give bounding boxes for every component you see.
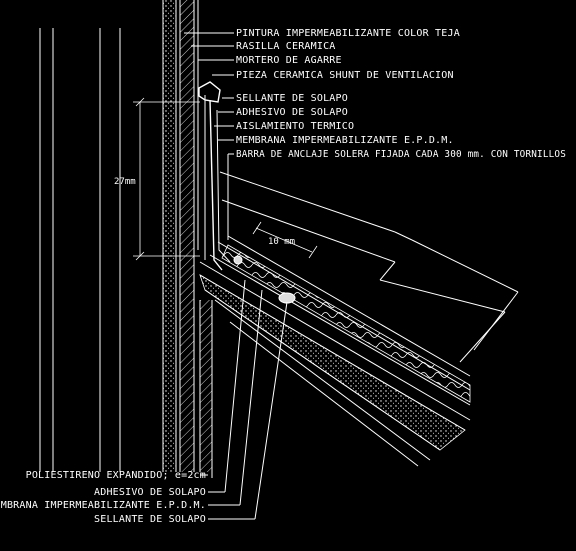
leaders-bottom bbox=[200, 279, 288, 520]
dimension-diagonal-label: 10 mm bbox=[268, 237, 295, 247]
label-pieza-ceramica: PIEZA CERAMICA SHUNT DE VENTILACION bbox=[236, 70, 454, 81]
leaders-top bbox=[184, 32, 234, 240]
label-sellante-bottom: SELLANTE DE SOLAPO bbox=[94, 514, 206, 525]
label-adhesivo-bottom: ADHESIVO DE SOLAPO bbox=[94, 487, 206, 498]
label-aislamiento: AISLAMIENTO TERMICO bbox=[236, 121, 354, 132]
label-membrana-bottom: MEMBRANA IMPERMEABILIZANTE E.P.D.M. bbox=[0, 500, 206, 511]
label-mortero: MORTERO DE AGARRE bbox=[236, 55, 342, 66]
shunt-piece bbox=[198, 81, 221, 103]
dimension-vertical-label: 27mm bbox=[114, 177, 136, 187]
label-poliestireno: POLIESTIRENO EXPANDIDO; e=2cm bbox=[26, 470, 206, 481]
label-barra-anclaje: BARRA DE ANCLAJE SOLERA FIJADA CADA 300 … bbox=[236, 149, 566, 160]
dimension-10mm bbox=[252, 221, 318, 259]
dimension-27mm bbox=[133, 97, 200, 261]
label-pintura: PINTURA IMPERMEABILIZANTE COLOR TEJA bbox=[236, 28, 460, 39]
label-sellante-top: SELLANTE DE SOLAPO bbox=[236, 93, 348, 104]
label-rasilla: RASILLA CERAMICA bbox=[236, 41, 336, 52]
label-adhesivo-top: ADHESIVO DE SOLAPO bbox=[236, 107, 348, 118]
wall-section bbox=[39, 0, 213, 472]
roof-slope bbox=[199, 171, 519, 467]
label-membrana-top: MEMBRANA IMPERMEABILIZANTE E.P.D.M. bbox=[236, 135, 454, 146]
